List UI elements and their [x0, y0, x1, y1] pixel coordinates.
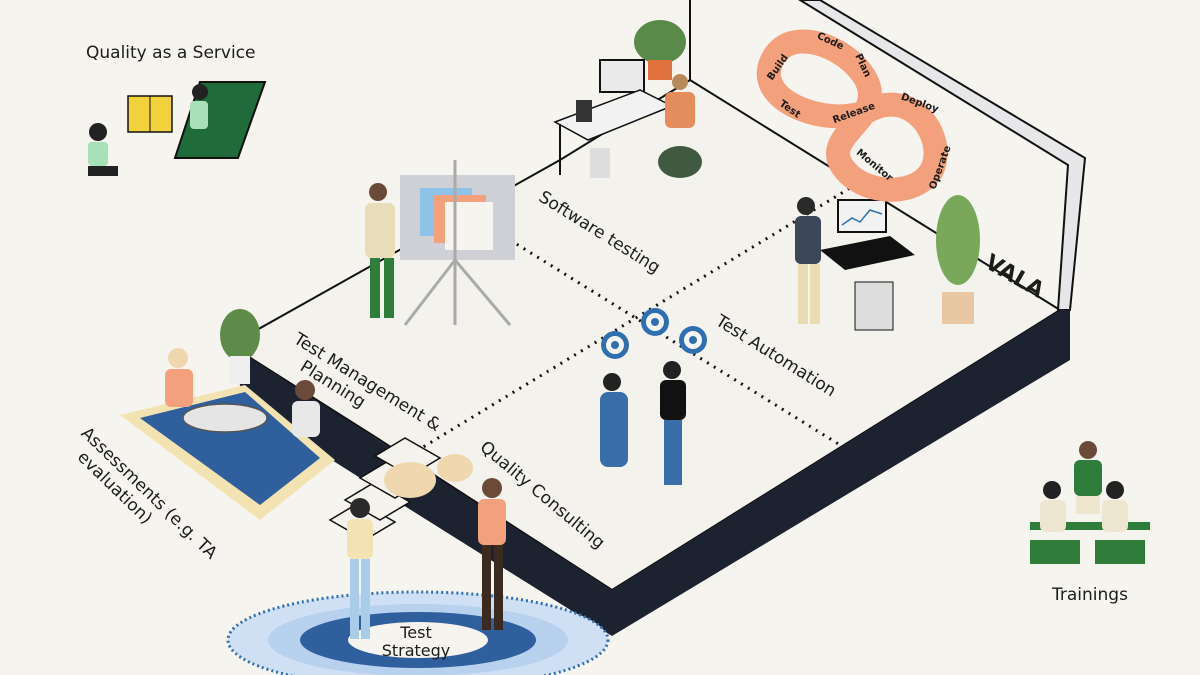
phone-icon	[173, 81, 267, 159]
quality-as-a-service-illustration	[88, 81, 267, 176]
test-automation-station	[795, 195, 980, 331]
platform-back-wall	[798, 0, 1087, 311]
test-strategy-label-line2: Strategy	[381, 641, 451, 661]
divider-line-right	[509, 238, 841, 447]
devops-infinity-loop	[756, 29, 948, 202]
targets	[600, 308, 707, 485]
quality-as-a-service-label: Quality as a Service	[86, 43, 256, 63]
target-icon	[641, 308, 669, 336]
platform-side-right	[612, 310, 1070, 636]
software-testing-desk	[553, 20, 702, 178]
quadrant-dividers	[409, 186, 851, 457]
test-strategy-label-line1: Test	[400, 623, 432, 642]
trainings-label: Trainings	[1052, 585, 1128, 605]
target-icon	[601, 331, 629, 359]
divider-line-left	[409, 186, 851, 457]
test-strategy-rug	[226, 590, 610, 675]
planning-presenter	[365, 160, 515, 326]
test-strategy-label: Test Strategy	[380, 623, 452, 661]
assessment-meeting	[165, 309, 320, 437]
test-strategy-people	[347, 454, 506, 639]
trainings-illustration	[1030, 441, 1150, 564]
target-icon	[679, 326, 707, 354]
